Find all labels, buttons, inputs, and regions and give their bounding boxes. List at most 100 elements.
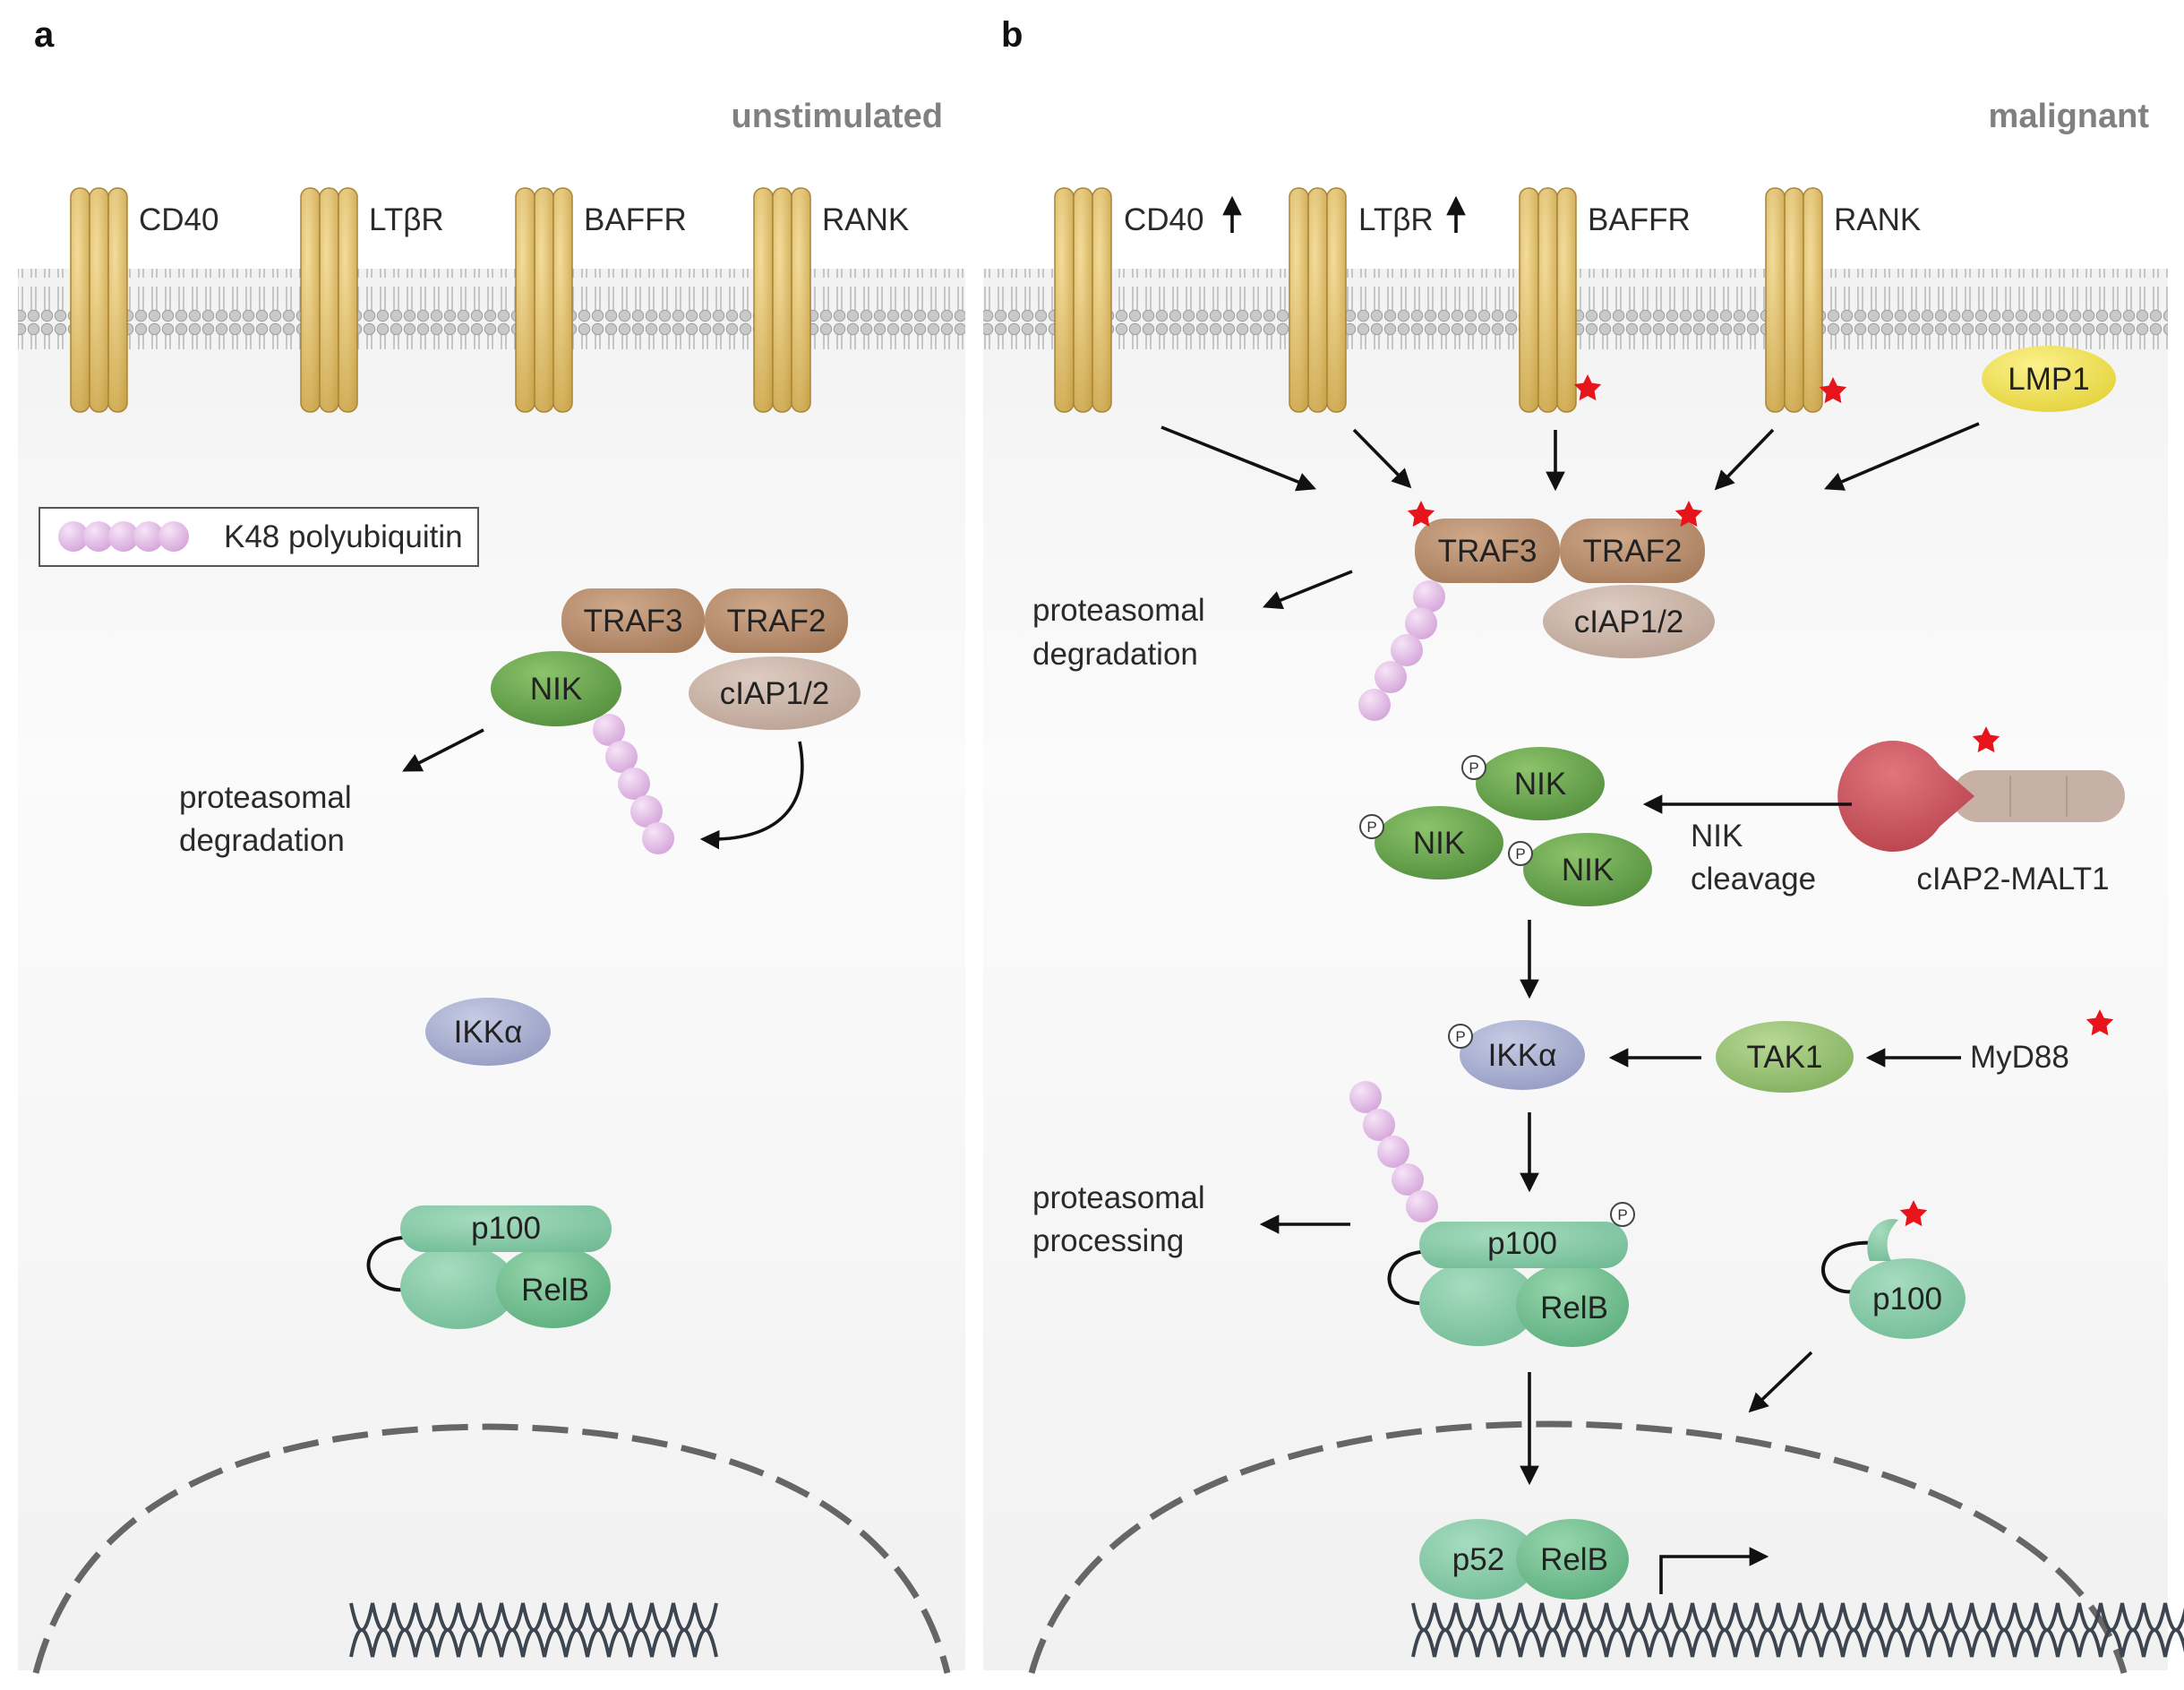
svg-text:P: P: [1469, 759, 1478, 776]
processing-label: processing: [1032, 1223, 1184, 1258]
ubiquitin-chain-p100: [1349, 1081, 1438, 1222]
svg-text:cIAP1/2: cIAP1/2: [720, 676, 830, 711]
receptor-label-cd40-b: CD40: [1124, 202, 1203, 237]
nik-cleavage-label-line1: NIK: [1691, 819, 1743, 854]
ltbr-to-traf-arrow: [1352, 428, 1412, 489]
svg-text:TRAF2: TRAF2: [727, 604, 826, 639]
receptor-label-rank-b: RANK: [1834, 202, 1921, 237]
receptor-label-baffr-a: BAFFR: [584, 202, 687, 237]
receptor-label-ltbr-a: LTβR: [369, 202, 444, 237]
svg-text:IKKα: IKKα: [454, 1015, 523, 1050]
relb-label-a: RelB: [521, 1273, 589, 1308]
proteasomal-label-a: proteasomal: [179, 780, 352, 815]
receptor-baffr-b: [1519, 187, 1577, 413]
dna-helix-a: [349, 1602, 718, 1658]
mutation-star-p100: [1899, 1200, 1928, 1227]
membrane-a: [18, 269, 965, 349]
degradation-label-b: degradation: [1032, 637, 1198, 672]
p100-relb-complex-b: [1387, 1222, 1629, 1347]
rank-to-traf-arrow: [1714, 428, 1775, 491]
relb-label-b: RelB: [1540, 1291, 1608, 1325]
svg-text:IKKα: IKKα: [1488, 1038, 1557, 1073]
mutation-star-myd88: [2086, 1009, 2114, 1036]
panel-a-condition: unstimulated: [732, 98, 943, 135]
legend-box: K48 polyubiquitin: [39, 507, 479, 567]
cd40-to-traf-arrow: [1161, 425, 1317, 492]
lmp1: LMP1: [1982, 346, 2116, 412]
ubiquitin-chain-a: [593, 714, 674, 854]
receptor-ltbr-a: [300, 187, 358, 413]
svg-text:P: P: [1366, 819, 1376, 836]
nik-cleavage-label-line2: cleavage: [1691, 862, 1816, 896]
phospho-nik-left: P: [1359, 814, 1384, 839]
ciap2-malt1-label: cIAP2-MALT1: [1916, 862, 2109, 896]
traf3-a: TRAF3: [561, 588, 705, 653]
receptor-label-baffr-b: BAFFR: [1588, 202, 1691, 237]
receptor-ltbr-b: [1289, 187, 1347, 413]
receptor-baffr-a: [515, 187, 573, 413]
svg-text:LMP1: LMP1: [2008, 362, 2089, 397]
svg-text:TAK1: TAK1: [1747, 1040, 1823, 1075]
p52-label: p52: [1452, 1542, 1504, 1577]
receptor-label-rank-a: RANK: [822, 202, 909, 237]
p100-label-a: p100: [471, 1211, 541, 1246]
svg-text:NIK: NIK: [1562, 853, 1614, 888]
mutation-star-baffr: [1573, 374, 1602, 401]
mutation-star-traf3: [1407, 501, 1435, 528]
phospho-nik-top: P: [1461, 755, 1486, 780]
dna-helix-b: [1411, 1602, 2184, 1658]
degradation-label-a: degradation: [179, 823, 345, 858]
receptor-rank-b: [1765, 187, 1823, 413]
receptor-cd40-b: [1054, 187, 1112, 413]
svg-text:TRAF2: TRAF2: [1583, 534, 1683, 569]
svg-text:NIK: NIK: [1413, 826, 1465, 861]
nik-degradation-arrow-a: [402, 728, 484, 772]
panel-a-background: [18, 269, 965, 1670]
nik-b-right: NIK: [1523, 833, 1652, 906]
svg-text:NIK: NIK: [1514, 767, 1566, 802]
nik-a: NIK: [491, 651, 621, 726]
panel-b-background: [983, 269, 2168, 1670]
p100-label-b: p100: [1487, 1226, 1557, 1261]
ubiquitin-chain-traf3: [1358, 580, 1445, 721]
legend-label: K48 polyubiquitin: [224, 519, 463, 554]
mutation-star-traf2: [1674, 501, 1703, 528]
receptor-label-ltbr-b: LTβR: [1358, 202, 1434, 237]
mutation-star-malt1: [1972, 726, 2000, 753]
ciap-a: cIAP1/2: [689, 656, 861, 730]
svg-text:P: P: [1515, 845, 1525, 862]
p52-relb-dimer: [1419, 1519, 1629, 1600]
relb-label-nucleus: RelB: [1540, 1542, 1608, 1577]
svg-text:NIK: NIK: [530, 672, 582, 707]
ciap2-malt1: [1837, 740, 2125, 852]
ciap-b: cIAP1/2: [1543, 585, 1715, 658]
svg-text:P: P: [1455, 1028, 1465, 1045]
ikka-a: IKKα: [425, 998, 551, 1066]
panel-b-letter: b: [1001, 15, 1023, 55]
proteasomal-label-b2: proteasomal: [1032, 1180, 1205, 1215]
tak1: TAK1: [1716, 1021, 1854, 1093]
svg-text:P: P: [1617, 1206, 1627, 1223]
svg-text:TRAF3: TRAF3: [584, 604, 683, 639]
traf3-degradation-arrow: [1262, 570, 1353, 610]
receptor-cd40-a: [70, 187, 128, 413]
transcription-arrow: [1659, 1547, 1769, 1594]
phospho-p100: P: [1610, 1202, 1635, 1227]
svg-text:p100: p100: [1872, 1282, 1942, 1317]
nik-b-left: NIK: [1375, 806, 1503, 879]
ciap-ubiquitination-arrow: [699, 741, 804, 850]
nucleus-envelope-b: [1028, 1420, 2128, 1674]
mutation-star-rank: [1819, 377, 1847, 404]
panel-a-letter: a: [34, 15, 55, 55]
receptor-rank-a: [753, 187, 811, 413]
nik-b-top: NIK: [1476, 747, 1605, 820]
phospho-ikka: P: [1448, 1024, 1473, 1049]
nucleus-envelope-a: [32, 1423, 951, 1674]
traf2-a: TRAF2: [705, 588, 848, 653]
truncated-p100: p100: [1820, 1219, 1966, 1339]
receptor-label-cd40-a: CD40: [139, 202, 218, 237]
truncated-p100-nuclear-arrow: [1748, 1351, 1813, 1413]
svg-text:cIAP1/2: cIAP1/2: [1574, 605, 1684, 639]
lmp1-to-traf-arrow: [1824, 422, 1980, 491]
